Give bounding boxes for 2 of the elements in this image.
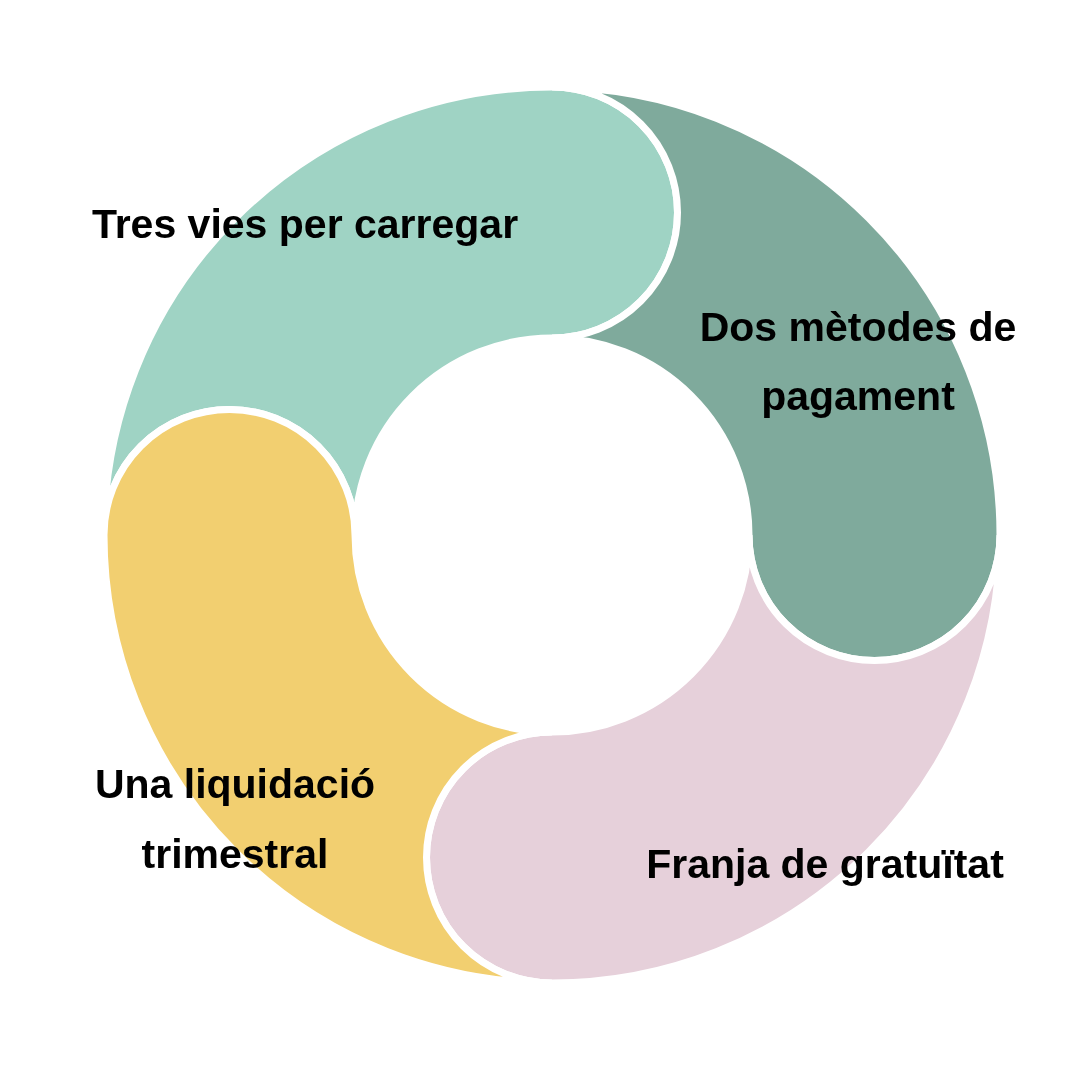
segment-label: Tres vies per carregar [90,200,520,249]
segment-label: Franja de gratuïtat [645,840,1005,889]
